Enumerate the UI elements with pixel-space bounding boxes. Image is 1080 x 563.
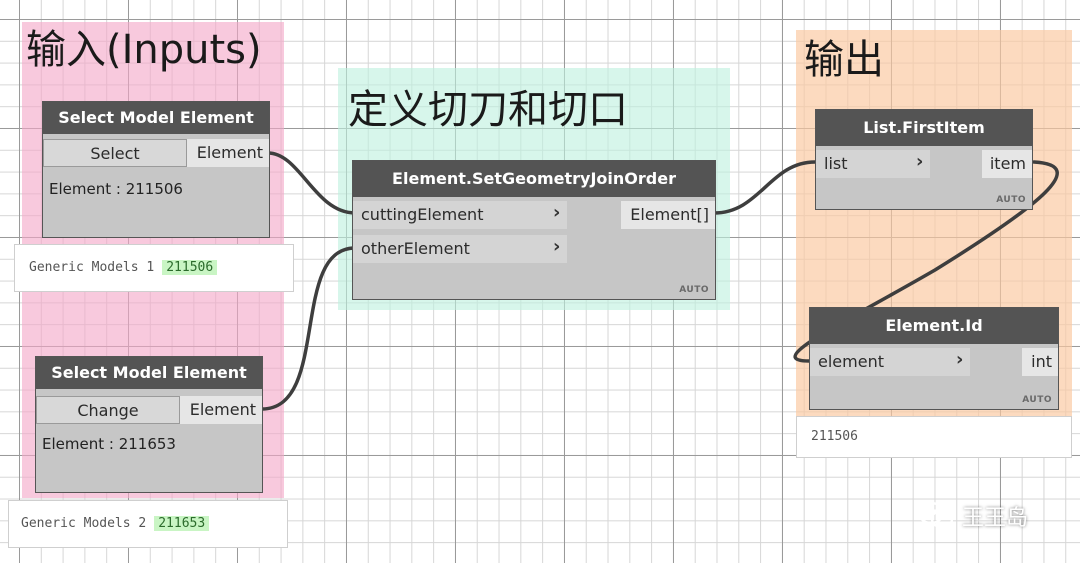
preview-bubble-2[interactable]: Generic Models 2 211653 xyxy=(8,500,288,548)
wechat-icon xyxy=(917,501,954,529)
watermark: 王王岛 xyxy=(916,500,1028,532)
node-header[interactable]: Element.SetGeometryJoinOrder xyxy=(353,161,715,197)
output-port-int[interactable]: int xyxy=(1022,348,1058,376)
input-port-list[interactable]: list xyxy=(816,150,930,178)
lacing-auto-label[interactable]: AUTO xyxy=(996,195,1026,205)
node-set-geometry-join-order[interactable]: Element.SetGeometryJoinOrder cuttingElem… xyxy=(352,160,716,300)
output-port-item[interactable]: item xyxy=(982,150,1032,178)
lacing-auto-label[interactable]: AUTO xyxy=(679,285,709,295)
output-port-element-list[interactable]: Element[] xyxy=(621,201,715,229)
node-header[interactable]: List.FirstItem xyxy=(816,110,1032,146)
node-select-model-element-1[interactable]: Select Model Element Select Element Elem… xyxy=(42,101,270,238)
output-port-element[interactable]: Element xyxy=(180,396,262,424)
input-port-cutting-element[interactable]: cuttingElement xyxy=(353,201,567,229)
node-element-id[interactable]: Element.Id element › int AUTO xyxy=(809,307,1059,410)
preview-value: 211506 xyxy=(811,429,858,444)
chevron-right-icon: › xyxy=(956,349,964,370)
select-button[interactable]: Select xyxy=(43,139,187,167)
preview-value: 211506 xyxy=(162,260,218,275)
node-header[interactable]: Select Model Element xyxy=(36,357,262,389)
watermark-text: 王王岛 xyxy=(962,506,1029,531)
input-port-element[interactable]: element xyxy=(810,348,970,376)
preview-value: 211653 xyxy=(154,516,210,531)
change-button[interactable]: Change xyxy=(36,396,180,424)
input-port-other-element[interactable]: otherElement xyxy=(353,235,567,263)
node-select-model-element-2[interactable]: Select Model Element Change Element Elem… xyxy=(35,356,263,493)
element-info: Element : 211653 xyxy=(42,435,176,453)
group-inputs-title: 输入(Inputs) xyxy=(26,27,262,73)
node-header[interactable]: Select Model Element xyxy=(43,102,269,134)
group-output-title: 输出 xyxy=(804,37,884,83)
chevron-right-icon: › xyxy=(553,236,561,257)
preview-bubble-1[interactable]: Generic Models 1 211506 xyxy=(14,244,294,292)
lacing-auto-label[interactable]: AUTO xyxy=(1022,395,1052,405)
preview-label: Generic Models 2 xyxy=(21,516,147,531)
preview-label: Generic Models 1 xyxy=(29,260,155,275)
element-info: Element : 211506 xyxy=(49,180,183,198)
preview-bubble-3[interactable]: 211506 xyxy=(796,416,1072,458)
node-list-first-item[interactable]: List.FirstItem list › item AUTO xyxy=(815,109,1033,210)
node-header[interactable]: Element.Id xyxy=(810,308,1058,344)
group-define-title: 定义切刀和切口 xyxy=(348,87,628,133)
output-port-element[interactable]: Element xyxy=(187,139,269,167)
chevron-right-icon: › xyxy=(553,202,561,223)
chevron-right-icon: › xyxy=(916,151,924,172)
